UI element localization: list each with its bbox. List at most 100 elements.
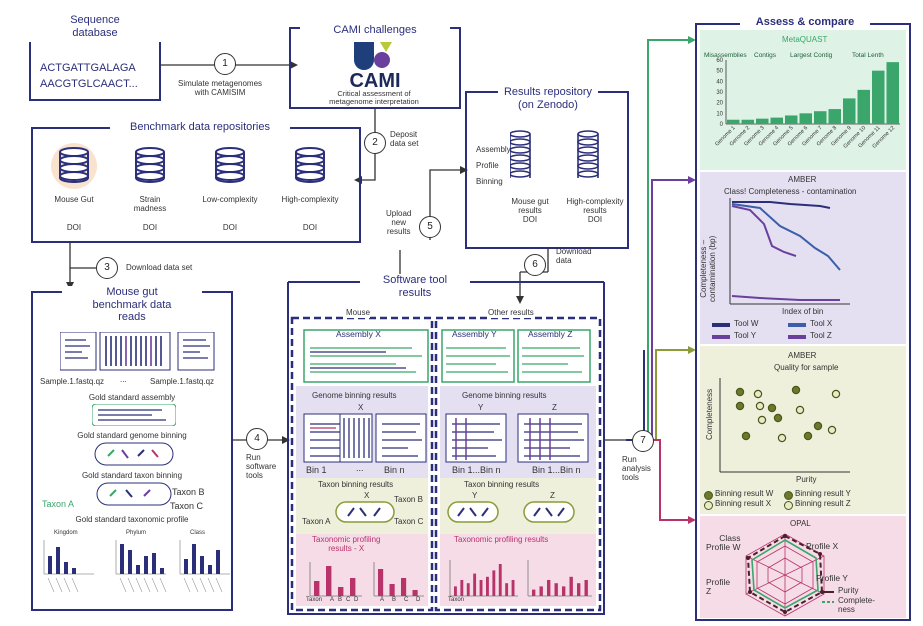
amber2-legend-label: Binning result Z	[795, 499, 851, 508]
profiling-chart	[527, 560, 592, 597]
opal-label-z: Profile Z	[706, 577, 731, 597]
genome-binning-right-label: Genome binning results	[462, 391, 547, 400]
profiling-bar	[454, 586, 457, 596]
amber2-point	[827, 425, 837, 435]
step-2-label: Deposit data set	[390, 130, 419, 148]
profiling-bar	[547, 580, 551, 596]
profiling-bar	[326, 566, 332, 596]
arrow-6-head	[516, 296, 524, 304]
step-3-label: Download data set	[126, 263, 193, 272]
profiling-tick-label: C	[404, 597, 409, 603]
tbin-x-label: X	[364, 491, 370, 500]
gs-taxon-b: Taxon B	[172, 487, 205, 497]
results-db-icons	[510, 130, 599, 178]
metaquast-header: Misassemblies	[704, 52, 747, 59]
profiling-bar	[554, 583, 558, 596]
amber2-legend-label: Binning result X	[715, 499, 772, 508]
opal-label-x: Profile X	[806, 541, 839, 551]
profiling-tick-label: D	[354, 597, 359, 603]
metaquast-ytick: 60	[716, 58, 723, 64]
mouse-column-label: Mouse	[346, 308, 371, 318]
profiling-bar	[577, 583, 581, 596]
amber1-legend-label: Tool W	[734, 319, 759, 328]
metaquast-ytick: 30	[716, 90, 723, 96]
results-repo-title: Results repository (on Zenodo)	[498, 86, 598, 112]
gs-assembly-label: Gold standard assembly	[88, 393, 176, 402]
mouse-gut-title: Mouse gut benchmark data reads	[62, 286, 202, 324]
mini-profile-bar	[144, 556, 148, 574]
amber1-legend-label: Tool Z	[810, 331, 832, 340]
metaquast-ytick: 50	[716, 69, 723, 75]
metaquast-bar	[872, 70, 885, 124]
amber1-subtitle: Class! Completeness - contamination	[724, 187, 857, 196]
step-1-circle: 1	[214, 53, 236, 75]
genome-binning-left-label: Genome binning results	[312, 391, 397, 400]
metaquast-bar	[886, 62, 899, 124]
mini-profile-chart	[179, 540, 230, 593]
assembly-x-label: Assembly X	[336, 329, 381, 339]
profiling-tick-label: A	[380, 597, 385, 603]
mini-profile-bar	[184, 559, 188, 574]
step-2-circle: 2	[364, 132, 386, 154]
profiling-bar	[479, 580, 483, 596]
metaquast-bar	[843, 98, 856, 124]
mini-profile-title: Phylum	[126, 530, 147, 536]
amber2-point	[777, 433, 787, 443]
profiling-bar	[460, 580, 464, 596]
amber2-point	[735, 387, 745, 397]
amber1-line-tool-z	[731, 295, 840, 301]
gbin-z-label: Z	[552, 403, 557, 412]
sequence-line-2: AACGTGLCAACT...	[40, 78, 138, 90]
profiling-chart	[373, 562, 424, 597]
step-7-label: Run analysis tools	[622, 455, 651, 482]
cami-subtitle: Critical assessment of metagenome interp…	[329, 89, 419, 107]
mini-profile-bar	[200, 556, 204, 574]
profiling-taxon-axis-label: Taxon	[306, 597, 323, 603]
amber1-legend-swatch	[712, 323, 730, 327]
profiling-bar	[584, 580, 588, 596]
tbin-taxon-a: Taxon A	[302, 517, 331, 526]
mouse-dashed-box	[290, 316, 434, 612]
cami-logo-icon	[354, 42, 392, 70]
profiling-bar	[532, 589, 536, 596]
tbin-z-label: Z	[550, 491, 555, 500]
opal-legend-swatches	[822, 591, 834, 603]
metaquast-bar	[785, 115, 798, 124]
results-db-high-complexity-label: High-complexity results DOI	[566, 197, 624, 224]
opal-legend-completeness: Complete- ness	[838, 596, 875, 614]
arrow-5-head	[460, 166, 468, 174]
metaquast-ytick: 10	[716, 111, 723, 117]
mini-profile-bar	[152, 553, 156, 574]
fastq-dots: ...	[120, 375, 127, 384]
amber1-line-tool-y	[731, 205, 797, 257]
arrow-4-head	[282, 436, 290, 444]
amber2-point	[773, 413, 783, 423]
amber1-legend-label: Tool Y	[734, 331, 757, 340]
metaquast-bar	[799, 113, 812, 124]
metaquast-header: Largest Contig	[790, 52, 833, 59]
bin-1-ny-label: Bin 1...Bin n	[452, 465, 501, 475]
bin-dots-label: ...	[356, 463, 364, 473]
mini-profile-chart	[43, 540, 94, 593]
metaquast-bar	[756, 118, 769, 124]
profiling-bar	[350, 578, 356, 596]
results-repo-row-label: Assembly	[476, 145, 511, 154]
tbin-taxon-b: Taxon B	[394, 495, 423, 504]
database-icon	[215, 147, 245, 183]
tbin-y-label: Y	[472, 491, 478, 500]
gs-profile-label: Gold standard taxonomic profile	[75, 515, 189, 524]
profiling-bar	[412, 590, 418, 596]
database-icon	[51, 143, 97, 189]
opal-label-y: Profile Y	[816, 573, 848, 583]
taxon-binning-graphics	[335, 501, 575, 523]
profiling-bar	[314, 581, 320, 596]
results-db-mouse-gut-label: Mouse gut results DOI	[511, 197, 549, 224]
profiling-bar	[492, 570, 496, 596]
amber1-name: AMBER	[788, 175, 817, 184]
amber2-point	[831, 389, 841, 399]
benchmark-item-doi: DOI	[66, 223, 82, 232]
amber1-panel	[700, 172, 906, 344]
amber2-name: AMBER	[788, 351, 817, 360]
